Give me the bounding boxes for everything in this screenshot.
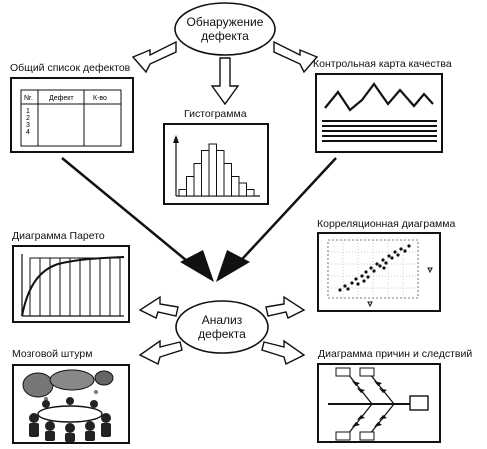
pareto-panel: [12, 245, 130, 323]
converging-arrowhead-left: [180, 250, 214, 282]
defect-list-panel: Nr. Дефект К-во 1 2 3 4: [10, 77, 134, 153]
thought-dot: [44, 397, 48, 401]
histogram-y-arrowhead: [173, 135, 179, 143]
histogram-title: Гистограмма: [184, 108, 247, 120]
fishbone-cause-boxes: [335, 367, 375, 441]
table-header-count: К-во: [93, 95, 107, 102]
correlation-x-marker: [367, 301, 373, 308]
correlation-grid: [328, 240, 418, 298]
left-converging-arrow-line: [61, 157, 199, 271]
pareto-cumulative-curve: [21, 256, 125, 317]
thought-dot: [94, 390, 98, 394]
table-header-defect: Дефект: [49, 95, 74, 102]
center-node-arrows: [138, 295, 306, 366]
defect-detection-line1: Обнаружение: [186, 15, 264, 29]
histogram-bar: [178, 189, 187, 197]
defect-list-title: Общий список дефектов: [10, 62, 131, 74]
table-row-number: 1: [26, 108, 30, 115]
fishbone-effect-box: [409, 395, 429, 411]
table-row-number: 4: [26, 129, 30, 136]
brainstorm-panel: [12, 364, 130, 444]
brainstorm-title: Мозговой штурм: [12, 348, 93, 360]
table-row-number: 3: [26, 122, 30, 129]
fishbone-ribs: [352, 381, 387, 427]
correlation-title: Корреляционная диаграмма: [317, 218, 456, 230]
table-row-number: 2: [26, 115, 30, 122]
histogram-bar: [201, 150, 210, 197]
control-chart-frame: [315, 73, 443, 153]
histogram-bar: [231, 176, 240, 197]
thought-bubble-right: [94, 370, 114, 386]
control-chart-title: Контрольная карта качества: [313, 58, 452, 70]
correlation-y-marker: [427, 267, 433, 274]
pareto-title: Диаграмма Парето: [12, 230, 105, 242]
histogram-bar: [193, 163, 202, 197]
arrow-to-histogram: [210, 57, 240, 106]
histogram-bar: [246, 189, 255, 197]
arrow-to-control-chart: [273, 40, 319, 74]
meeting-participants: [29, 397, 111, 442]
arrow-to-correlation: [265, 295, 306, 319]
defect-detection-line2: дефекта: [201, 29, 249, 43]
defect-analysis-line1: Анализ: [201, 313, 243, 327]
control-chart-panel: [315, 73, 443, 153]
arrow-to-brainstorm: [138, 339, 183, 366]
defect-detection-node: [174, 2, 276, 56]
cause-effect-title: Диаграмма причин и следствий: [318, 348, 473, 360]
thought-bubble-center: [49, 369, 95, 391]
histogram-bar: [186, 176, 195, 197]
arrow-to-cause-effect: [261, 339, 306, 366]
histogram-bar: [238, 182, 247, 197]
converging-arrowhead-right: [216, 250, 250, 282]
meeting-table: [37, 405, 103, 423]
control-chart-line: [324, 82, 434, 112]
histogram-bar: [208, 143, 217, 197]
cause-effect-panel: [317, 363, 441, 443]
histogram-bars: [178, 143, 255, 197]
correlation-plot-area: [327, 239, 419, 299]
top-node-arrows: [131, 40, 319, 106]
correlation-points: [338, 244, 411, 292]
histogram-panel: [163, 123, 269, 205]
defect-analysis-label: Анализ дефекта: [176, 313, 268, 341]
converging-arrows: [61, 157, 337, 271]
histogram-bar: [216, 150, 225, 197]
table-header-nr: Nr.: [24, 95, 33, 102]
defect-analysis-line2: дефекта: [198, 327, 246, 341]
histogram-bar: [223, 163, 232, 197]
correlation-panel: [317, 232, 441, 312]
defect-analysis-node: [175, 300, 269, 354]
right-converging-arrow-line: [231, 157, 337, 271]
arrow-to-defect-list: [131, 40, 177, 74]
control-limit-bands: [322, 120, 437, 142]
defect-detection-label: Обнаружение дефекта: [175, 15, 275, 43]
arrow-to-pareto: [138, 295, 179, 319]
thought-bubble-left: [22, 372, 54, 398]
